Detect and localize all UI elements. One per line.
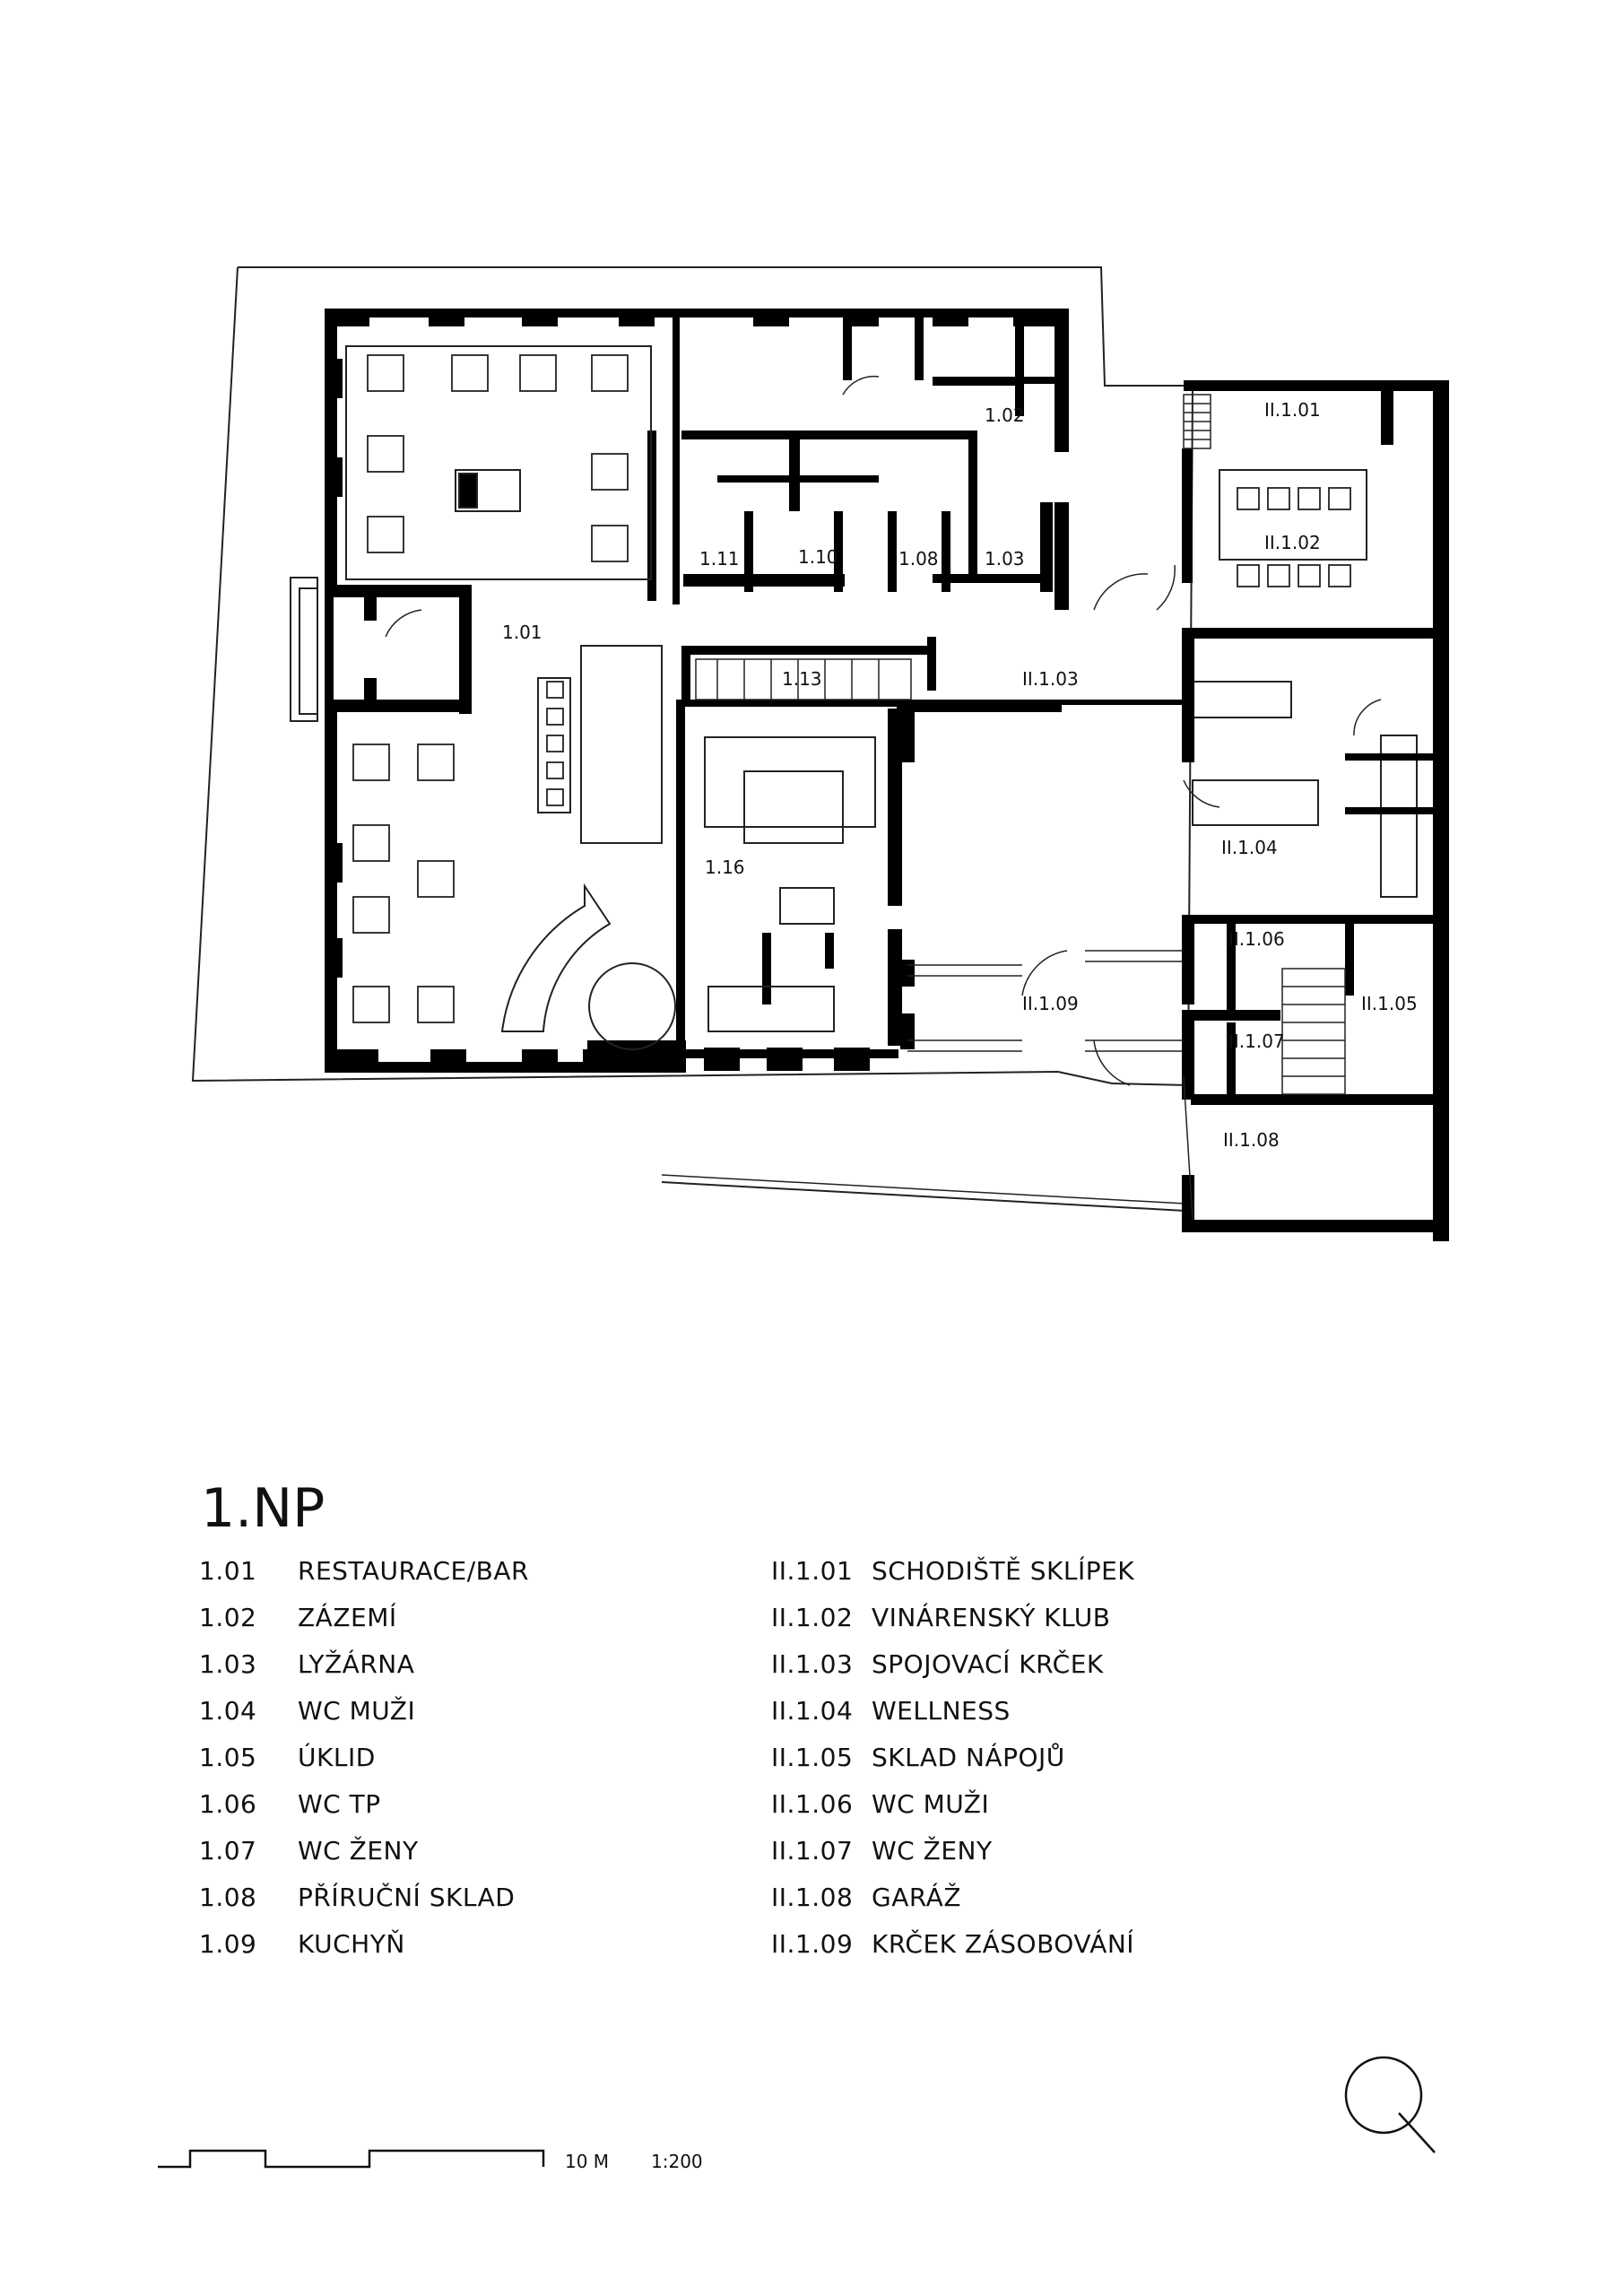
legend-code: II.1.07	[771, 1836, 854, 1866]
room-label-II-1-06: II.1.06	[1228, 928, 1285, 950]
legend-code: II.1.04	[771, 1696, 854, 1726]
room-label-II-1-04: II.1.04	[1221, 837, 1278, 858]
legend-code: 1.08	[199, 1883, 257, 1912]
legend-code: II.1.08	[771, 1883, 854, 1912]
room-label-1-08: 1.08	[898, 548, 939, 570]
legend-code: 1.09	[199, 1929, 257, 1959]
legend-code: 1.02	[199, 1603, 257, 1632]
corridor-walls	[897, 700, 1193, 710]
legend-name: WELLNESS	[872, 1696, 1011, 1726]
room-label-II-1-01: II.1.01	[1264, 399, 1321, 421]
scale-ratio: 1:200	[651, 2151, 703, 2172]
legend-name: ÚKLID	[298, 1743, 376, 1772]
legend-code: II.1.06	[771, 1789, 854, 1819]
room-label-II-1-03: II.1.03	[1022, 668, 1079, 690]
room-label-1-16: 1.16	[705, 857, 745, 878]
legend-code: 1.01	[199, 1556, 257, 1586]
legend-name: LYŽÁRNA	[298, 1649, 415, 1679]
staircases	[695, 394, 1346, 1095]
legend-code: II.1.02	[771, 1603, 854, 1632]
legend-name: SCHODIŠTĚ SKLÍPEK	[872, 1556, 1135, 1586]
legend-code: II.1.09	[771, 1929, 854, 1959]
east-building-walls	[1182, 380, 1449, 1241]
legend-name: KRČEK ZÁSOBOVÁNÍ	[872, 1929, 1135, 1959]
legend-code: II.1.01	[771, 1556, 854, 1586]
scale-bar	[158, 2149, 545, 2169]
site-line-south	[661, 1181, 1186, 1212]
site-line-south-2	[661, 1174, 1186, 1205]
legend-name: PŘÍRUČNÍ SKLAD	[298, 1883, 516, 1912]
legend-name: WC MUŽI	[872, 1789, 990, 1819]
room-label-1-01: 1.01	[502, 622, 542, 643]
north-arrow-icon	[1344, 2056, 1436, 2153]
legend-name: VINÁRENSKÝ KLUB	[872, 1603, 1111, 1632]
room-label-1-11: 1.11	[699, 548, 740, 570]
legend-code: II.1.03	[771, 1649, 854, 1679]
legend-name: SKLAD NÁPOJŮ	[872, 1743, 1065, 1772]
supply-corridor	[907, 950, 1193, 1221]
room-label-II-1-07: II.1.07	[1228, 1031, 1285, 1052]
room-label-II-1-02: II.1.02	[1264, 532, 1321, 553]
legend-code: 1.05	[199, 1743, 257, 1772]
scale-distance: 10 M	[565, 2151, 610, 2172]
main-building-walls	[325, 309, 1069, 1073]
legend-name: WC ŽENY	[872, 1836, 993, 1866]
room-label-II-1-08: II.1.08	[1223, 1129, 1280, 1151]
floor-title: 1.NP	[201, 1477, 325, 1540]
room-label-1-13: 1.13	[782, 668, 822, 690]
room-label-1-10: 1.10	[798, 546, 838, 568]
legend-name: RESTAURACE/BAR	[298, 1556, 529, 1586]
room-labels: 1.01 1.02 1.03 1.08 1.10 1.11 1.13 1.16 …	[502, 399, 1418, 1151]
room-label-II-1-09: II.1.09	[1022, 993, 1079, 1014]
legend-name: GARÁŽ	[872, 1883, 962, 1912]
room-label-1-02: 1.02	[985, 404, 1025, 426]
room-label-1-03: 1.03	[985, 548, 1025, 570]
door-swings	[385, 375, 1382, 1086]
legend-code: 1.04	[199, 1696, 257, 1726]
room-label-II-1-05: II.1.05	[1361, 993, 1418, 1014]
legend-name: WC ŽENY	[298, 1836, 419, 1866]
legend-name: KUCHYŇ	[298, 1929, 405, 1959]
legend-code: II.1.05	[771, 1743, 854, 1772]
legend-name: SPOJOVACÍ KRČEK	[872, 1649, 1104, 1679]
tables	[352, 354, 1351, 1023]
entrance-stair	[290, 577, 318, 722]
legend-code: 1.06	[199, 1789, 257, 1819]
legend-name: ZÁZEMÍ	[298, 1603, 397, 1632]
legend-code: 1.07	[199, 1836, 257, 1866]
legend-name: WC TP	[298, 1789, 381, 1819]
legend-code: 1.03	[199, 1649, 257, 1679]
furniture	[345, 345, 1418, 1050]
legend-name: WC MUŽI	[298, 1696, 416, 1726]
